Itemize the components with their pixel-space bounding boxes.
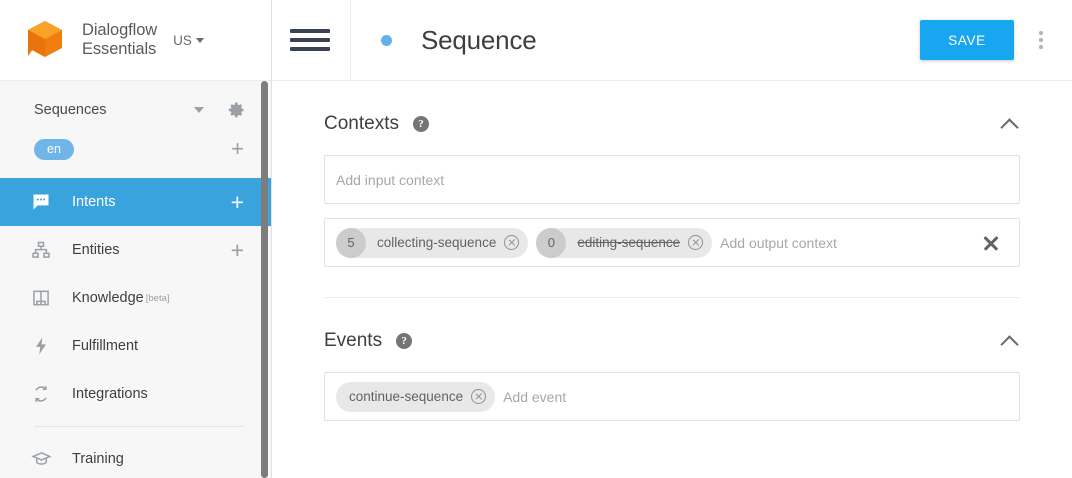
output-context-placeholder: Add output context [720,234,837,251]
bolt-icon [30,335,52,357]
graduation-cap-icon [30,448,52,470]
contexts-header: Contexts ? [324,107,1020,141]
language-row: en + [0,130,272,168]
circle-close-icon[interactable] [471,389,487,404]
main-panel: Sequence SAVE Contexts ? Add input conte… [272,0,1072,478]
page-title: Sequence [421,24,537,55]
sidebar-item-label: Intents [72,194,116,210]
help-icon[interactable]: ? [412,116,429,132]
chevron-up-icon[interactable] [1000,114,1020,134]
sidebar-item-knowledge[interactable]: Knowledge [beta] [0,274,272,322]
output-context-field[interactable]: 5 collecting-sequence 0 editing-sequence… [324,218,1020,267]
intent-editor-content: Contexts ? Add input context 5 collectin… [272,81,1072,421]
sidebar-item-training[interactable]: Training [0,435,272,478]
sidebar-border [271,0,272,478]
sidebar-item-label: Integrations [72,386,148,402]
agent-name: Sequences [34,102,107,118]
scrollbar-thumb[interactable] [261,81,268,478]
section-divider [324,297,1020,298]
language-badge-en[interactable]: en [34,138,74,160]
sidebar-item-intents[interactable]: Intents + [0,178,272,226]
kebab-menu-icon[interactable] [1023,20,1059,60]
event-chip[interactable]: continue-sequence [336,381,496,412]
sidebar-scrollbar[interactable] [261,81,268,478]
context-lifespan: 5 [336,227,366,258]
add-language-button[interactable]: + [231,136,244,161]
sidebar-item-label: Knowledge [72,290,144,306]
brand-name: Dialogflow Essentials [82,21,157,59]
close-icon[interactable] [981,233,1001,253]
event-label: continue-sequence [349,389,464,404]
context-lifespan: 0 [536,227,567,258]
add-entity-button[interactable]: + [230,237,244,263]
sidebar-item-integrations[interactable]: Integrations [0,370,272,418]
events-section: Events ? continue-sequence Add event [324,298,1020,421]
hamburger-menu-icon[interactable] [290,25,330,55]
sidebar-divider [34,426,244,427]
events-title: Events [324,330,383,351]
sidebar-item-label: Entities [72,242,120,258]
blue-status-dot [381,34,392,46]
add-intent-button[interactable]: + [230,189,244,215]
help-icon[interactable]: ? [396,333,413,349]
speech-bubble-icon [30,191,52,213]
output-context-chip[interactable]: 0 editing-sequence [536,227,713,258]
entities-tree-icon [30,239,52,261]
topbar-divider [350,0,351,81]
event-placeholder: Add event [503,388,567,405]
caret-down-icon[interactable] [194,107,204,113]
refresh-arrows-icon [30,383,52,405]
sidebar-item-entities[interactable]: Entities + [0,226,272,274]
agent-selector[interactable]: Sequences [0,90,272,130]
sidebar-item-label: Training [72,451,124,467]
beta-badge: [beta] [145,292,170,304]
input-context-field[interactable]: Add input context [324,155,1020,204]
caret-down-icon [195,37,204,43]
dialogflow-cube-logo [22,17,68,63]
brand-name-line1: Dialogflow [82,21,158,39]
sidebar-nav: Intents + Entities + [0,178,272,478]
circle-close-icon[interactable] [688,235,704,250]
circle-close-icon[interactable] [504,235,520,250]
sidebar: Dialogflow Essentials US Sequences en + [0,0,272,478]
region-selector[interactable]: US [173,33,204,48]
input-context-placeholder: Add input context [336,171,445,188]
sidebar-item-label: Fulfillment [72,338,139,354]
chevron-up-icon[interactable] [1000,331,1020,351]
sidebar-item-fulfillment[interactable]: Fulfillment [0,322,272,370]
contexts-section: Contexts ? Add input context 5 collectin… [324,81,1020,267]
book-icon [30,287,52,309]
region-label: US [173,32,192,48]
context-label: editing-sequence [577,235,681,250]
save-button[interactable]: SAVE [920,20,1014,60]
contexts-title: Contexts [324,113,399,134]
brand-header: Dialogflow Essentials US [0,0,272,81]
gear-icon[interactable] [226,100,246,120]
brand-name-line2: Essentials [82,40,157,58]
events-header: Events ? [324,324,1020,358]
context-label: collecting-sequence [377,235,497,250]
top-bar: Sequence SAVE [272,0,1072,81]
output-context-chip[interactable]: 5 collecting-sequence [336,227,529,258]
events-field[interactable]: continue-sequence Add event [324,372,1020,421]
